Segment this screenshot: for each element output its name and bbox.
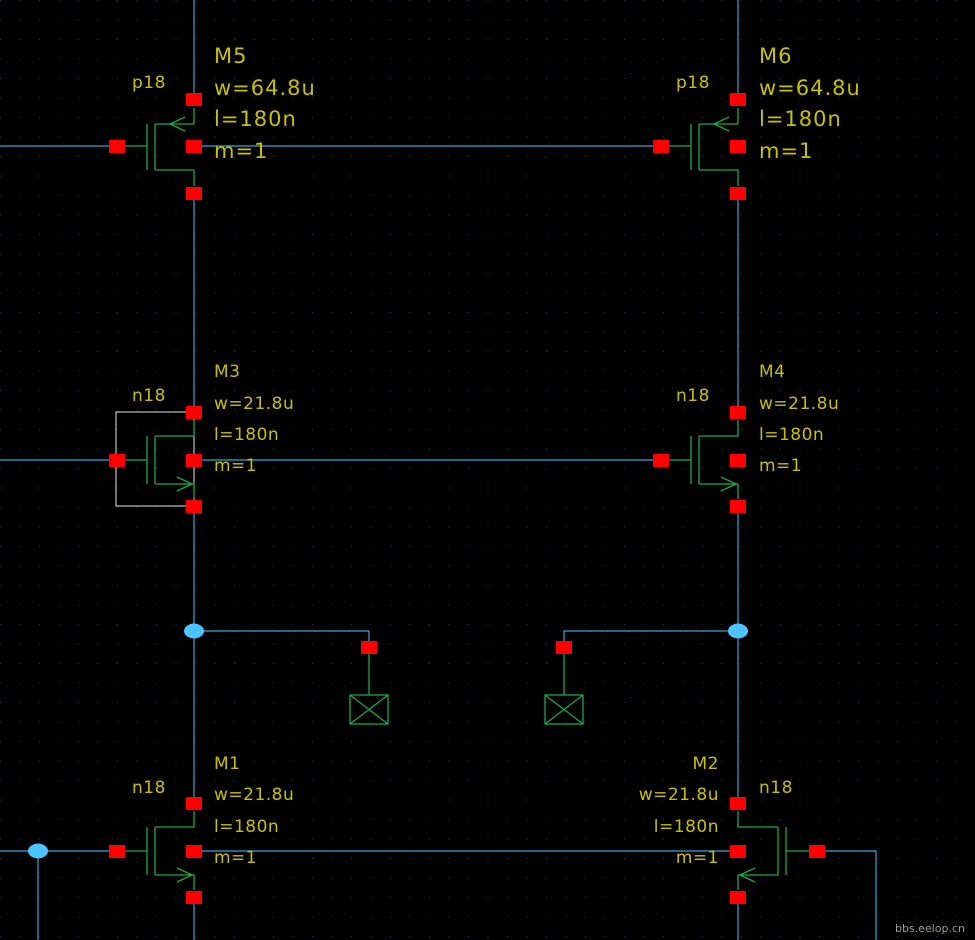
transistor-m6[interactable]: p18 M6 w=64.8u l=180n m=1 — [653, 44, 861, 200]
nmos-symbol-m2 — [737, 811, 809, 890]
pin-drain-m5[interactable] — [186, 93, 202, 106]
nmos-symbol-m3 — [124, 420, 195, 499]
pin-gate-m6[interactable] — [653, 140, 669, 153]
watermark: bbs.eelop.cn — [895, 922, 965, 935]
mult-label-m2: m=1 — [676, 848, 719, 868]
mult-label-m3: m=1 — [214, 456, 257, 476]
pin-drain-m1[interactable] — [186, 797, 202, 810]
pin-gate-m3[interactable] — [109, 454, 125, 467]
width-label-m3: w=21.8u — [214, 394, 294, 414]
instance-label-m2: M2 — [693, 754, 719, 774]
pin-gate-m4[interactable] — [653, 454, 669, 467]
pin-source-m1[interactable] — [186, 891, 202, 904]
pin-drain-m6[interactable] — [730, 93, 746, 106]
instance-label-m5: M5 — [214, 44, 247, 68]
pin-bulk-m6[interactable] — [730, 140, 746, 153]
pin-gate-m1[interactable] — [109, 845, 125, 858]
pin-drain-m4[interactable] — [730, 406, 746, 419]
width-label-m1: w=21.8u — [214, 785, 294, 805]
junction-dot-input — [28, 843, 48, 859]
length-label-m6: l=180n — [759, 107, 842, 131]
width-label-m2: w=21.8u — [639, 785, 719, 805]
output-terminal-left-icon — [349, 694, 389, 725]
junction-dot-right — [728, 623, 748, 639]
instance-label-m1: M1 — [214, 754, 240, 774]
pin-source-m3[interactable] — [186, 500, 202, 513]
transistor-m2[interactable]: n18 M2 w=21.8u l=180n m=1 — [639, 754, 825, 904]
pin-bulk-m5[interactable] — [186, 140, 202, 153]
width-label-m6: w=64.8u — [759, 76, 861, 100]
output-terminal-right-icon — [544, 694, 584, 725]
pin-bulk-m1[interactable] — [186, 845, 202, 858]
pin-out-left[interactable] — [361, 641, 377, 654]
length-label-m1: l=180n — [214, 817, 279, 837]
length-label-m4: l=180n — [759, 425, 824, 445]
pin-drain-m2[interactable] — [730, 797, 746, 810]
mult-label-m6: m=1 — [759, 139, 813, 163]
transistor-m5[interactable]: p18 M5 w=64.8u l=180n m=1 — [109, 44, 316, 200]
nmos-symbol-m4 — [668, 420, 739, 499]
nmos-symbol-m1 — [124, 811, 195, 890]
model-label-m2: n18 — [759, 778, 793, 798]
pin-bulk-m2[interactable] — [730, 845, 746, 858]
length-label-m2: l=180n — [654, 817, 719, 837]
mult-label-m1: m=1 — [214, 848, 257, 868]
pin-gate-m5[interactable] — [109, 140, 125, 153]
model-label-m1: n18 — [132, 778, 166, 798]
model-label-m6: p18 — [676, 73, 710, 93]
pin-source-m4[interactable] — [730, 500, 746, 513]
model-label-m3: n18 — [132, 386, 166, 406]
model-label-m5: p18 — [132, 73, 166, 93]
output-pin-left[interactable] — [349, 641, 389, 725]
instance-label-m3: M3 — [214, 362, 240, 382]
pin-source-m6[interactable] — [730, 187, 746, 200]
pin-out-right[interactable] — [556, 641, 572, 654]
length-label-m5: l=180n — [214, 107, 297, 131]
pmos-symbol-m6 — [668, 108, 739, 186]
transistor-m3[interactable]: n18 M3 w=21.8u l=180n m=1 — [109, 362, 294, 513]
pin-source-m2[interactable] — [730, 891, 746, 904]
pin-source-m5[interactable] — [186, 187, 202, 200]
instance-label-m6: M6 — [759, 44, 792, 68]
width-label-m4: w=21.8u — [759, 394, 839, 414]
pin-bulk-m4[interactable] — [730, 454, 746, 467]
pin-drain-m3[interactable] — [186, 406, 202, 419]
mult-label-m4: m=1 — [759, 456, 802, 476]
pin-gate-m2[interactable] — [809, 845, 825, 858]
width-label-m5: w=64.8u — [214, 76, 316, 100]
instance-label-m4: M4 — [759, 362, 785, 382]
junction-dot-left — [184, 623, 204, 639]
model-label-m4: n18 — [676, 386, 710, 406]
mult-label-m5: m=1 — [214, 139, 268, 163]
pmos-symbol-m5 — [124, 108, 195, 186]
transistor-m1[interactable]: n18 M1 w=21.8u l=180n m=1 — [109, 754, 294, 904]
output-pin-right[interactable] — [544, 641, 584, 725]
pin-bulk-m3[interactable] — [186, 454, 202, 467]
length-label-m3: l=180n — [214, 425, 279, 445]
transistor-m4[interactable]: n18 M4 w=21.8u l=180n m=1 — [653, 362, 839, 513]
